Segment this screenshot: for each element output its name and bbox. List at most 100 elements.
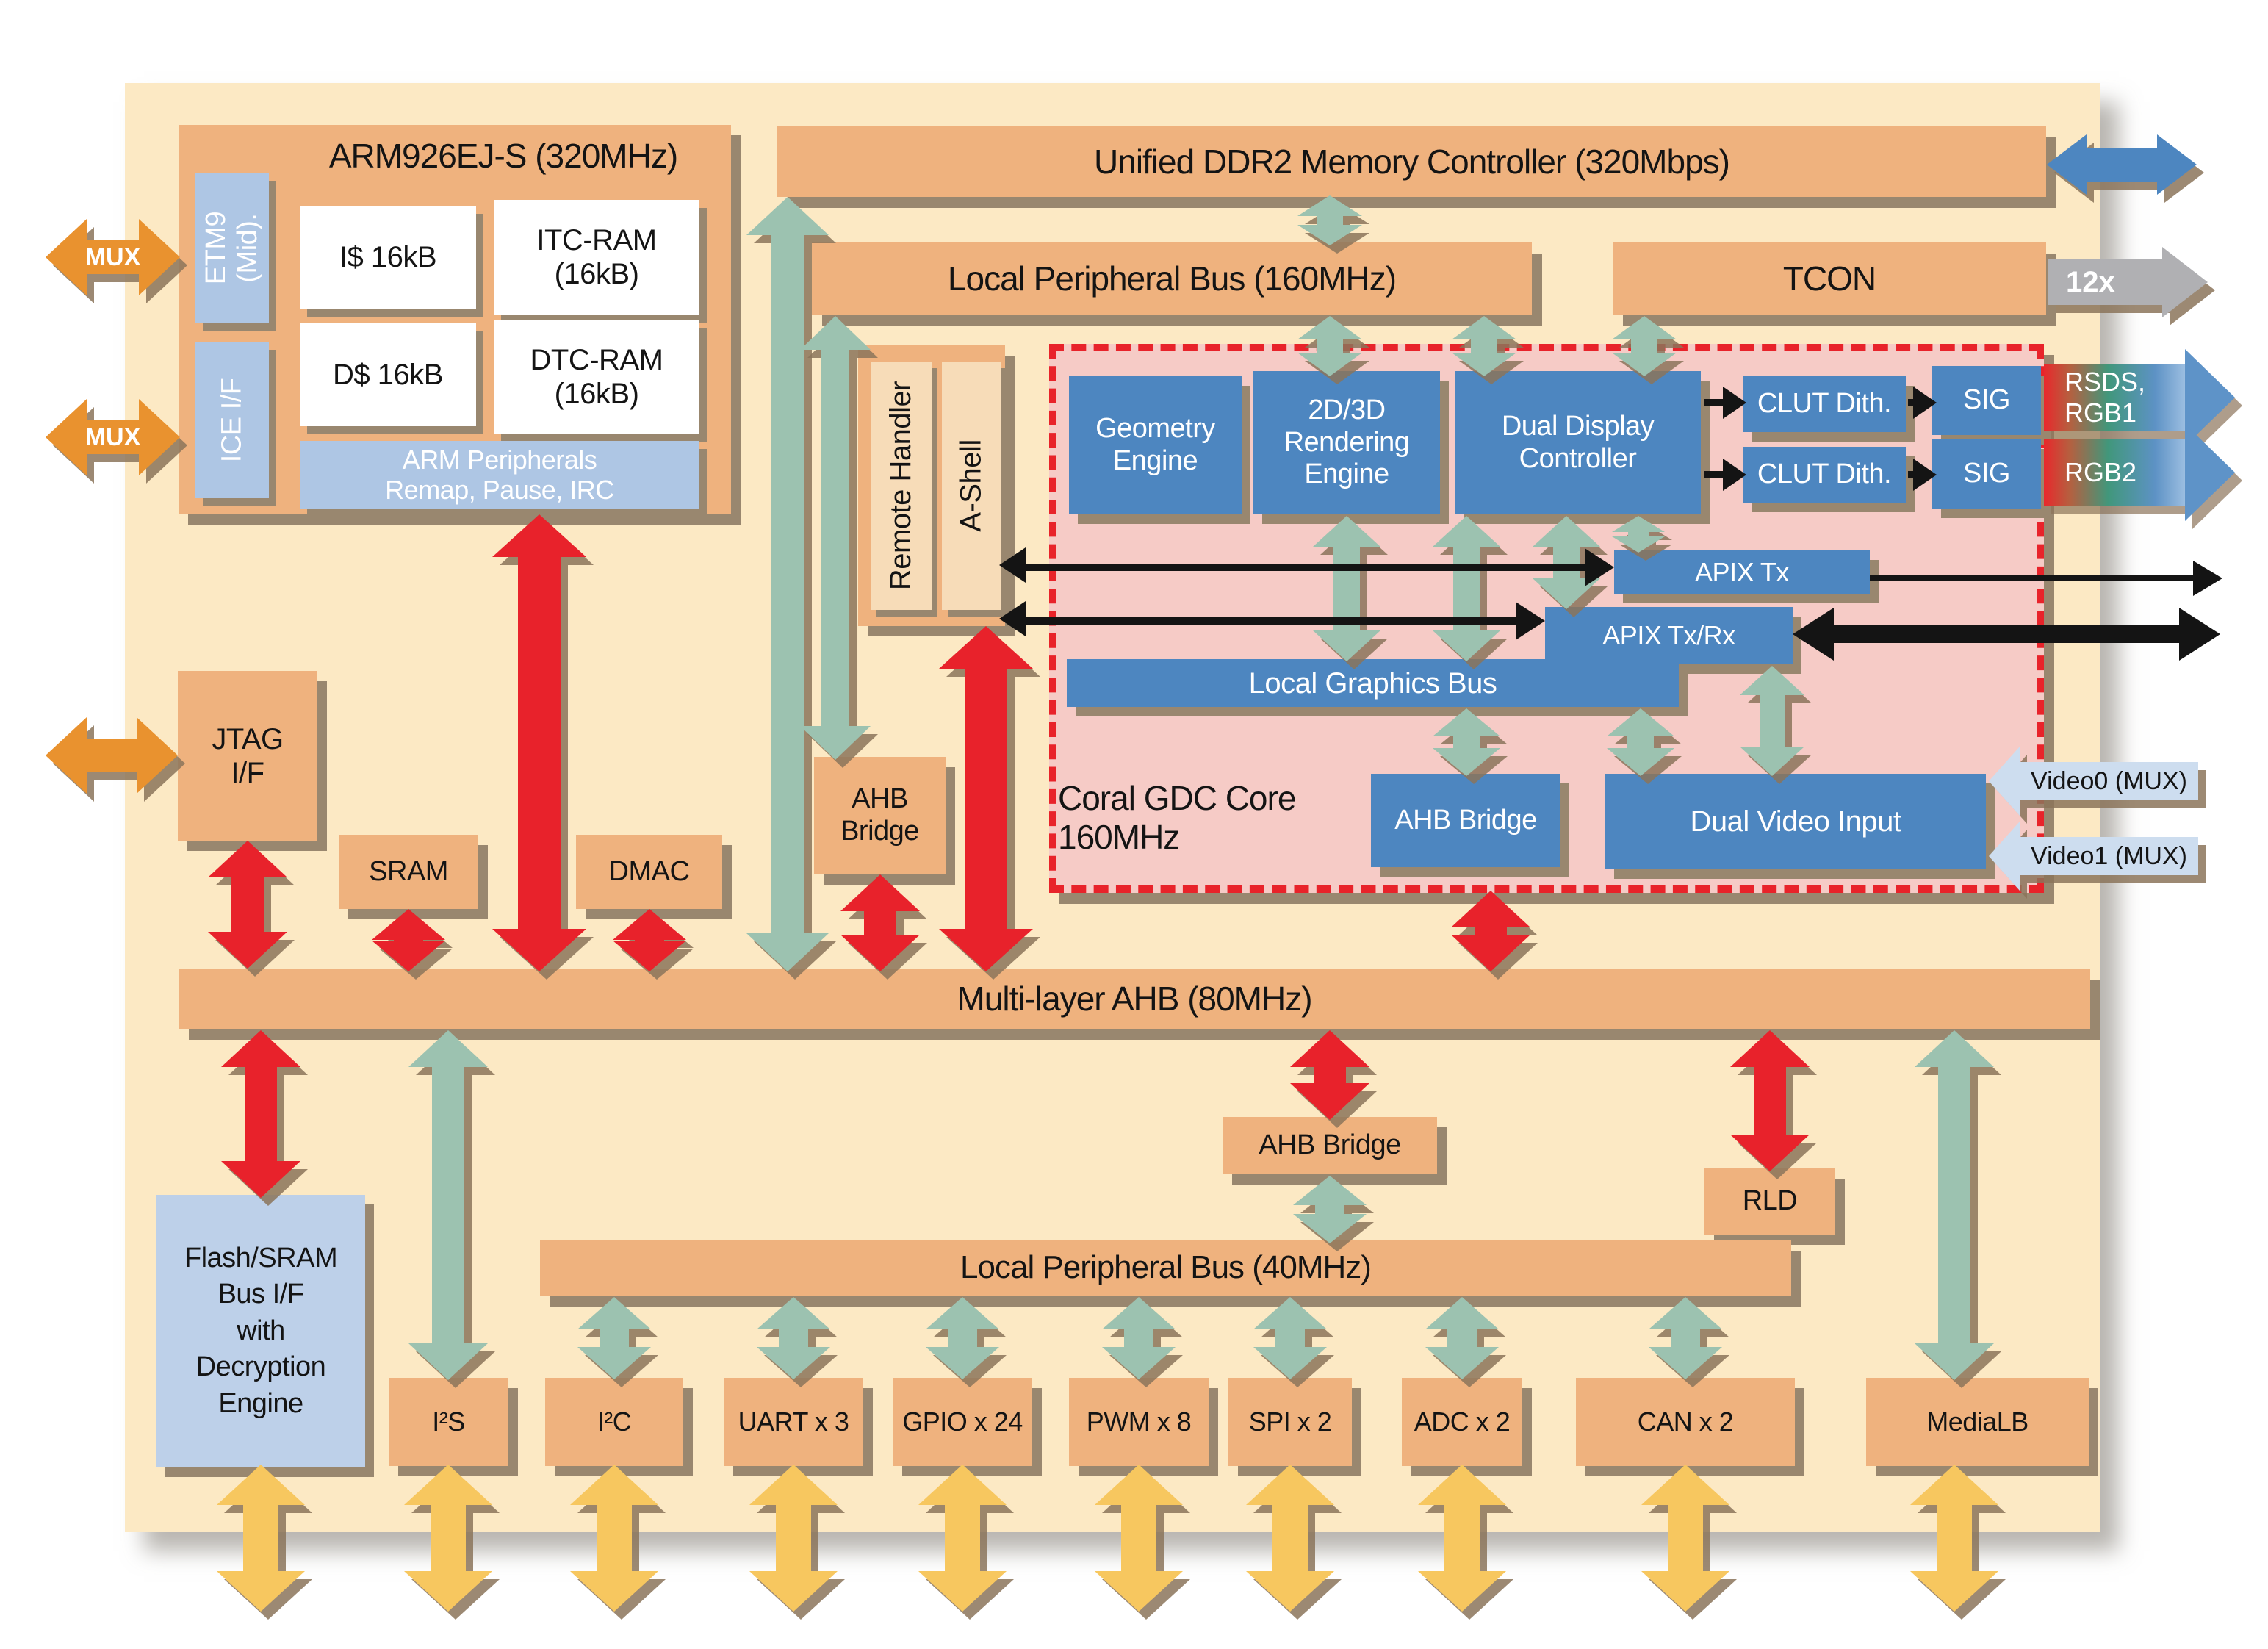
uart-pin-arrow [749,1465,838,1612]
geometry-engine-label2: Engine [1112,445,1198,476]
coral-gdc-core-label: Coral GDC Core [1058,779,1296,818]
i2s-label: I²S [432,1406,465,1437]
geometry-engine-block: Geometry Engine [1069,376,1242,514]
icache-block: I$ 16kB [300,206,476,309]
local-peripheral-bus-40: Local Peripheral Bus (40MHz) [540,1240,1791,1296]
can-pin-arrow [1641,1465,1729,1612]
video0-label: Video0 (MUX) [2031,766,2187,795]
i2c-pin-arrow [570,1465,658,1612]
mux-top-label: MUX [84,242,141,271]
rsds-rgb1-output-arrow: RSDS, RGB1 [2044,349,2235,446]
multi-layer-ahb-bus: Multi-layer AHB (80MHz) [179,969,2090,1029]
apix-txrx-io-left-head [1793,608,1834,661]
apix-txrx-io-right-head [2179,608,2220,661]
flash-sram-bus-if-block: Flash/SRAM Bus I/F with Decryption Engin… [156,1195,365,1467]
bus-rld-arrow [1730,1030,1810,1171]
tcon-label: TCON [1782,259,1876,298]
adc-pin-arrow [1418,1465,1506,1612]
icache-label: I$ 16kB [339,241,437,273]
coral-gdc-core-title: Coral GDC Core 160MHz [1058,770,1374,866]
dmac-label: DMAC [608,855,690,887]
gdc-ahb-bridge-block: AHB Bridge [1371,774,1560,867]
arm-peripherals-block: ARM Peripherals Remap, Pause, IRC [300,441,699,509]
local-graphics-bus-label: Local Graphics Bus [1248,667,1497,700]
ahb-bridge-upper-label2: Bridge [840,816,919,847]
flash-label5: Engine [218,1387,303,1419]
lpb40-spi-arrow [1253,1297,1327,1379]
ice-if-label: ICE I/F [216,378,248,462]
arm-title-label: ARM926EJ-S (320MHz) [328,136,678,175]
lpb40-gpio-arrow [926,1297,999,1379]
dmac-block: DMAC [576,835,722,909]
clut-sig-top-line [1908,399,1915,406]
sig-bottom-block: SIG [1932,439,2041,509]
dual-display-controller-block: Dual Display Controller [1455,371,1701,514]
rendering-lgb-arrow [1313,516,1380,661]
sig-bottom-label: SIG [1963,458,2010,489]
gdc-bus-arrow [1451,891,1530,971]
dtc-ram-label: DTC-RAM [530,343,663,376]
local-graphics-bus: Local Graphics Bus [1067,659,1679,707]
apix-tx-output-head [2193,561,2222,596]
bus-ahb-bridge-mid-arrow [1290,1030,1369,1120]
lpb160-rendering-arrow [1297,316,1362,376]
dcache-label: D$ 16kB [333,359,443,391]
jtag-external-arrow [46,717,178,794]
rsds-rgb1-label: RSDS, RGB1 [2064,367,2146,428]
spi-block: SPI x 2 [1228,1378,1352,1466]
i2s-block: I²S [389,1378,508,1466]
mux-bottom-label: MUX [84,423,141,451]
remote-handler-label: Remote Handler [885,381,918,591]
local-peripheral-bus-160: Local Peripheral Bus (160MHz) [812,242,1532,315]
dtc-ram-block: DTC-RAM (16kB) [494,320,699,434]
lgb-dvi-arrow [1607,708,1674,776]
ddc-clut-top-line [1704,399,1724,406]
rendering-engine-label: 2D/3D [1308,394,1386,425]
ahb-bridge-upper-bus-arrow [840,874,920,971]
i2c-block: I²C [545,1378,683,1466]
tcon-12x-label: 12x [2066,265,2115,298]
ashell-bus-arrow [939,626,1033,971]
ddc-clut-bottom-head [1723,459,1746,491]
lpb40-i2c-arrow [577,1297,651,1379]
rld-label: RLD [1742,1185,1798,1217]
ashell-apix-txrx-line-left-head [999,601,1026,636]
lpb160-label: Local Peripheral Bus (160MHz) [947,259,1397,298]
video1-label: Video1 (MUX) [2031,841,2187,870]
pwm-block: PWM x 8 [1069,1378,1209,1466]
ashell-apix-tx-line [1023,564,1590,571]
lpb40-adc-arrow [1425,1297,1499,1379]
gpio-block: GPIO x 24 [893,1378,1032,1466]
ddr2-label: Unified DDR2 Memory Controller (320Mbps) [1094,142,1730,181]
clut-dith-bottom-block: CLUT Dith. [1743,447,1906,503]
ashell-apix-tx-line-right-head [1585,548,1614,586]
ahb-bridge-upper-label: AHB [852,783,908,815]
dcache-block: D$ 16kB [300,323,476,426]
dtc-ram-label2: (16kB) [554,377,639,410]
arm-peripherals-label2: Remap, Pause, IRC [385,475,614,505]
can-block: CAN x 2 [1576,1378,1795,1466]
gpio-pin-arrow [918,1465,1007,1612]
arm-peripherals-label: ARM Peripherals [402,444,597,475]
jtag-label: JTAG [212,722,284,755]
rld-block: RLD [1704,1168,1835,1235]
ddr2-ahb-long-arrow [746,197,829,971]
medialb-block: MediaLB [1866,1378,2089,1466]
spi-pin-arrow [1246,1465,1334,1612]
video0-input-arrow: Video0 (MUX) [1989,747,2198,816]
tcon-gdc-arrow [1612,316,1677,376]
mux-bottom-arrow: MUX [46,399,180,475]
jtag-if-block: JTAG I/F [178,671,317,841]
lpb160-ddc-arrow [1452,316,1516,376]
gdc-ahb-bridge-label: AHB Bridge [1394,804,1537,836]
uart-label: UART x 3 [738,1406,849,1437]
remote-handler-block: Remote Handler [871,362,932,610]
lgb-ahb-bridge-arrow [1433,708,1500,776]
ahb-bridge-mid-lpb40-arrow [1293,1176,1367,1243]
bus-i2s-arrow [408,1030,488,1380]
ddc-apix-tx-arrow [1612,516,1665,553]
ddc-clut-bottom-line [1704,471,1724,478]
bus-flash-arrow [221,1030,300,1198]
sram-block: SRAM [339,835,478,909]
apix-txrx-dvi-arrow [1740,666,1804,776]
